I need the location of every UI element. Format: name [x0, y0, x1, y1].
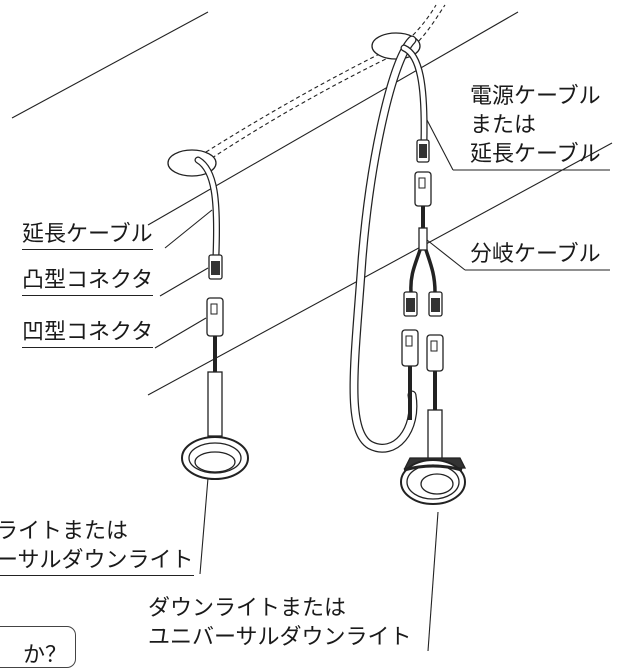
ceiling-line: [147, 11, 519, 226]
universal-downlight: [400, 409, 467, 505]
hidden-cable: [211, 4, 446, 159]
question-box: か？: [0, 626, 76, 668]
female-connector-label: 凹型コネクタ: [22, 320, 154, 348]
power-cable-label: 延長ケーブル: [470, 142, 601, 167]
right-light-label: ダウンライトまたは: [148, 596, 347, 621]
female-connector-branch: [414, 171, 432, 207]
ceiling-line: [147, 142, 613, 396]
wiring-diagram: [11, 4, 613, 651]
ceiling-line: [11, 11, 209, 119]
question-box-text: か？: [22, 643, 67, 668]
downlight-left: [181, 371, 249, 480]
male-connector-label: 凸型コネクタ: [22, 268, 154, 296]
female-connector: [426, 334, 444, 372]
branch-cable-label: 分岐ケーブル: [470, 242, 601, 267]
left-light-label: ライトまたは: [0, 519, 129, 544]
left-light-label: ーサルダウンライト: [0, 548, 194, 576]
extension-cable-label: 延長ケーブル: [22, 222, 153, 250]
right-light-label: ユニバーサルダウンライト: [148, 625, 412, 650]
power-cable-label: または: [470, 113, 537, 138]
power-cable-label: 電源ケーブル: [470, 84, 601, 109]
hidden-cable: [205, 4, 437, 153]
female-connector: [401, 329, 419, 367]
